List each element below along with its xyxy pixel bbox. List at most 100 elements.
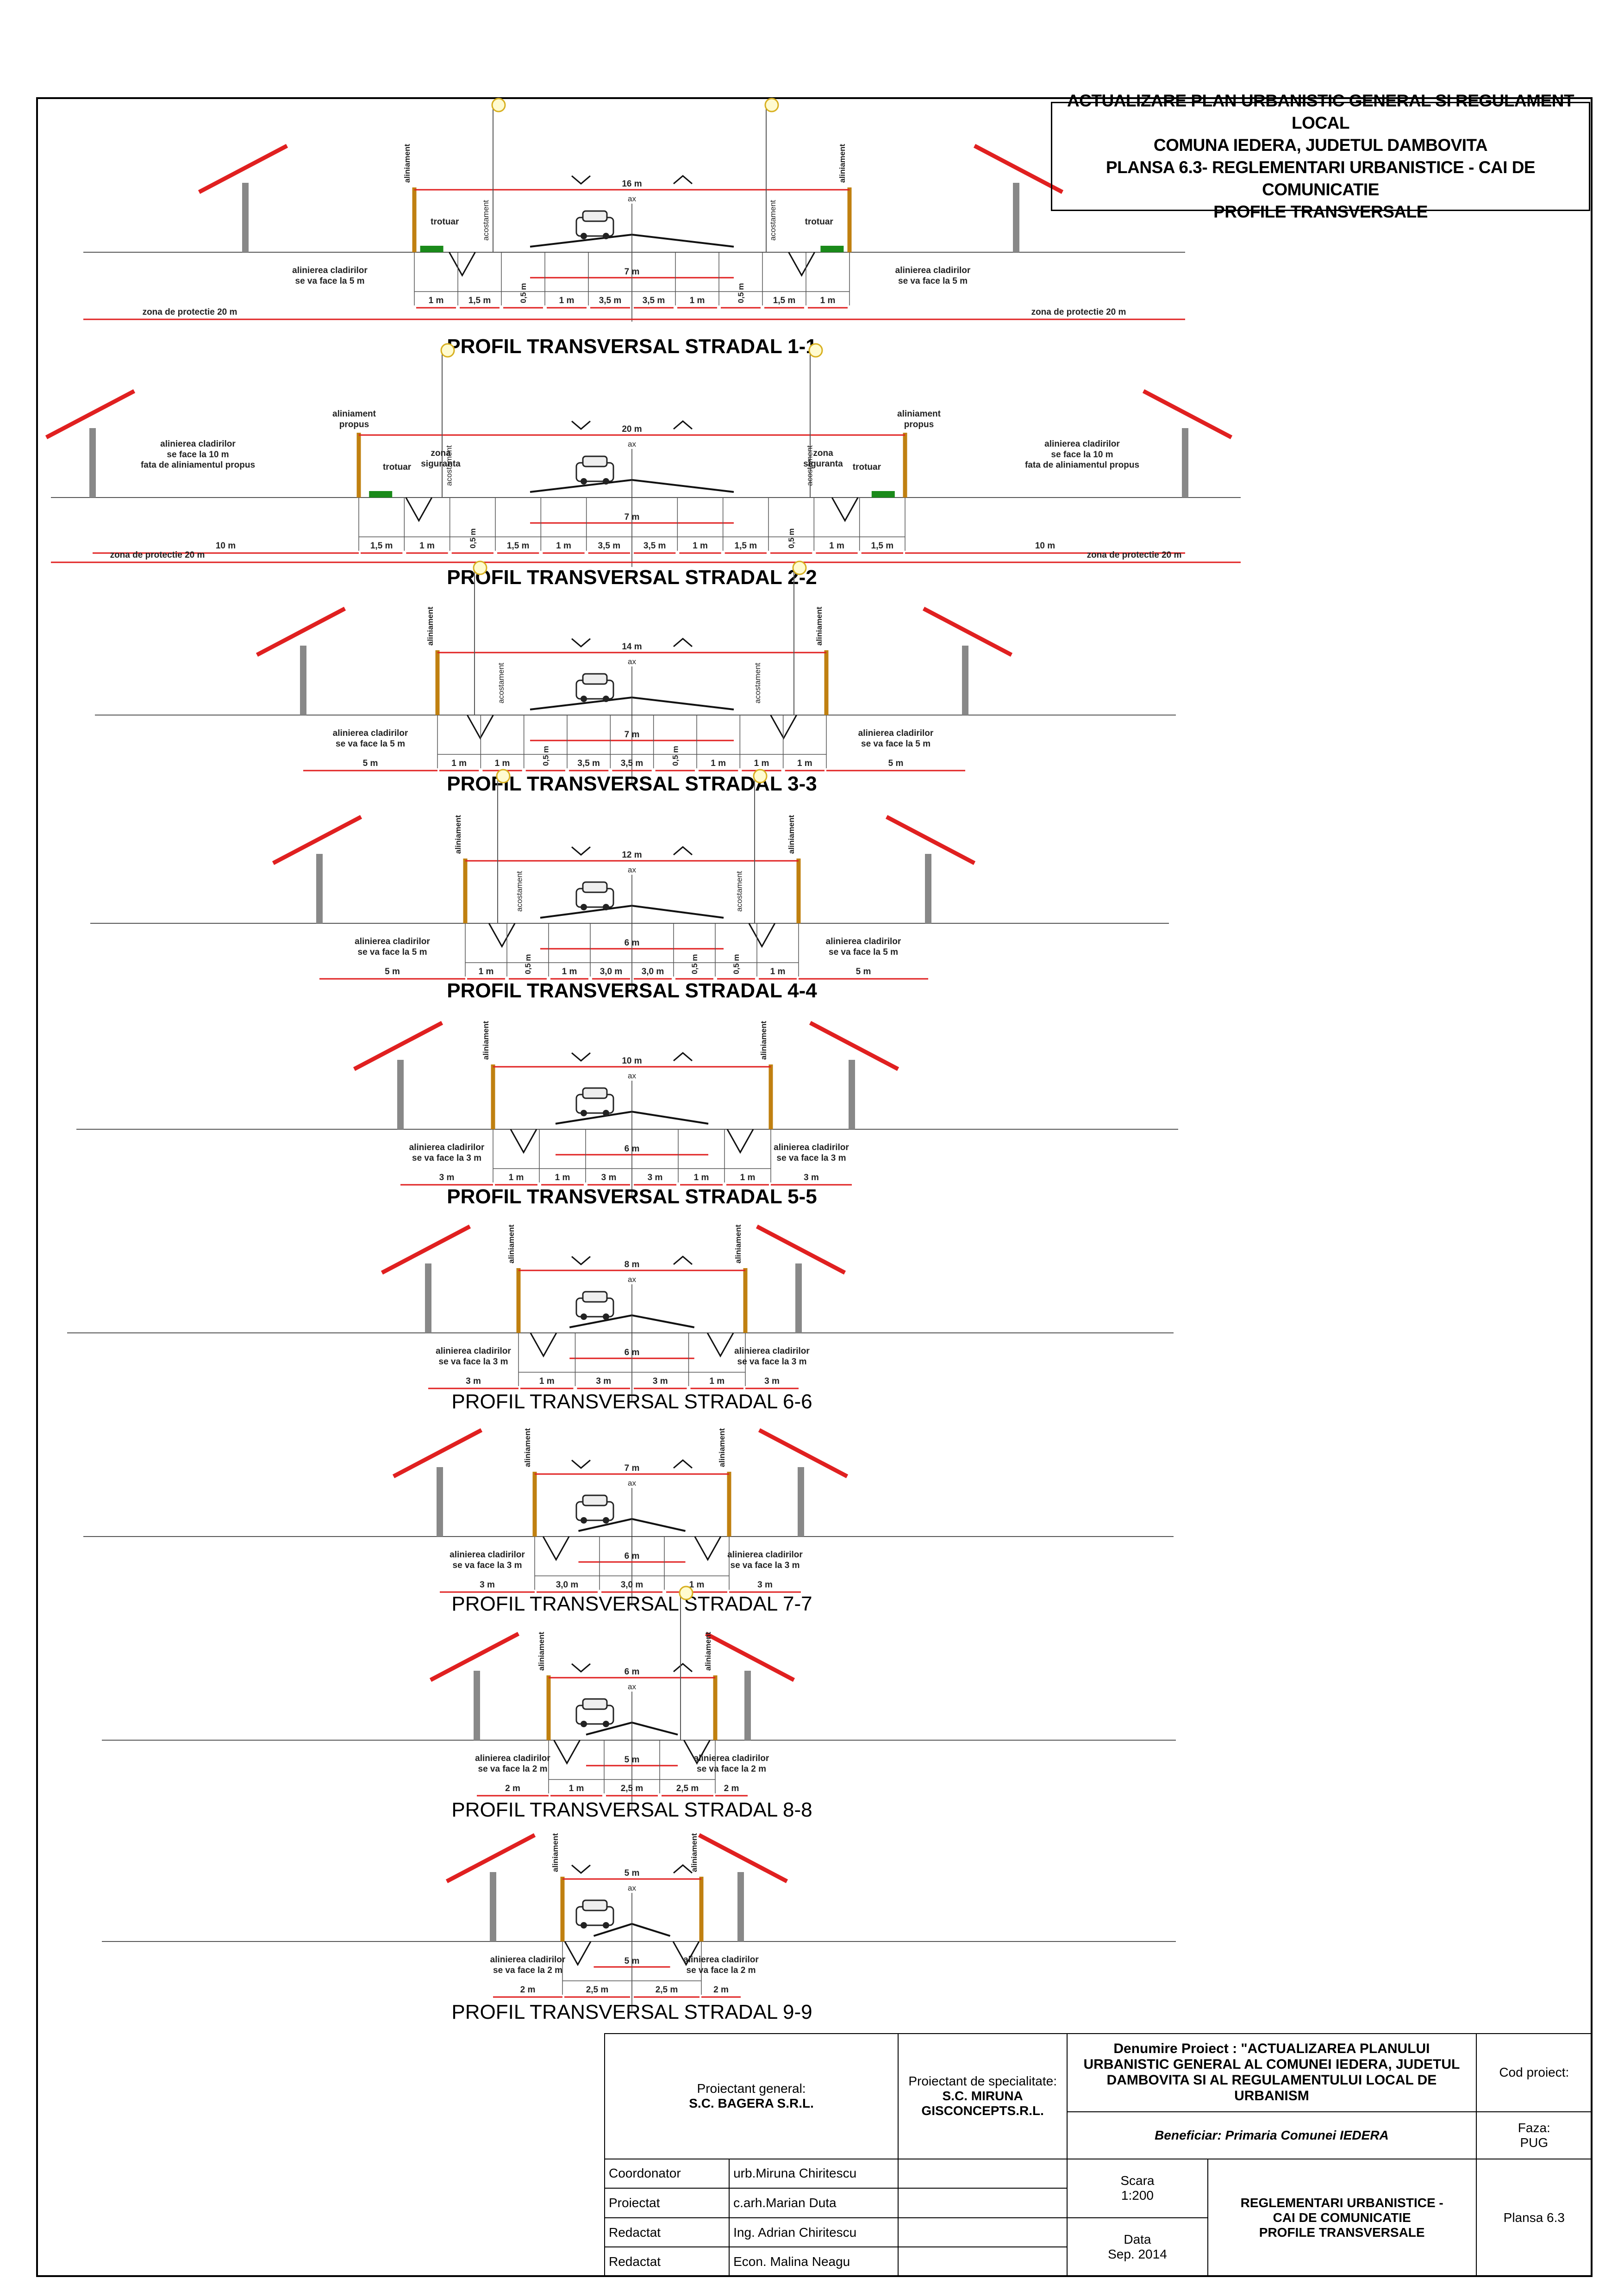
left-building-note-line: alinierea cladirilor [160,439,236,449]
right-building-note-line: alinierea cladirilor [895,266,971,275]
segment-label: 1 m [562,967,577,977]
ditch [694,1536,722,1562]
segment-label: 3,5 m [643,296,665,305]
car-wheel [603,904,609,910]
profile-title: PROFIL TRANSVERSAL STRADAL 1-1 [447,335,817,358]
lamp-icon [440,343,455,358]
side-right-label: 5 m [888,759,904,768]
title-line-2: COMUNA IEDERA, JUDETUL DAMBOVITA [1153,136,1488,155]
proiectant-spec-label: Proiectant de specialitate: [908,2074,1057,2089]
shoulder-label-left: acostament [445,445,454,486]
protection-zone-left: zona de protectie 20 m [143,307,237,317]
car-icon [575,673,614,702]
left-building-note-line: fata de aliniamentul propus [141,460,255,470]
aliniament-label: aliniament [403,144,412,183]
right-building-note-line: alinierea cladirilor [774,1143,849,1152]
protection-zone-left: zona de protectie 20 m [110,550,205,560]
segment-label: 3,0 m [642,967,664,977]
right-building-note-line: se va face la 5 m [898,276,968,286]
segment-label: 1 m [556,541,571,551]
building-roof [272,815,362,865]
building-roof [353,1021,443,1071]
chevron-down-icon [571,638,591,647]
role-cell: Redactat [604,2217,730,2248]
segment-label: 1,5 m [370,541,393,551]
total-width-label: 16 m [622,179,642,189]
grass-strip [369,491,393,498]
aliniament-label: aliniament [734,1225,743,1263]
right-building-note-line: alinierea cladirilor [858,728,934,738]
title-block: ACTUALIZARE PLAN URBANISTIC GENERAL SI R… [1051,91,1590,221]
right-building-note-line: se va face la 2 m [697,1764,766,1774]
date-label: Data [1124,2232,1151,2247]
side-right-label: 3 m [804,1173,819,1182]
lamp-icon [679,1586,693,1600]
car-wheel [581,1721,587,1727]
aliniament-label: aliniament [454,815,462,854]
profile-title: PROFIL TRANSVERSAL STRADAL 5-5 [447,1185,817,1208]
chevron-up-icon [673,1864,693,1874]
chevron-down-icon [571,1256,591,1265]
project-code-label: Cod proiect: [1475,2033,1593,2112]
segment-label: 0,5 m [787,529,796,548]
car-wheel [603,478,609,485]
car-wheel [581,1922,587,1929]
segment-label: 1 m [555,1173,570,1182]
segment-label: 3,5 m [621,759,643,768]
right-building-note-line: alinierea cladirilor [683,1955,759,1965]
left-building-note-line: se va face la 5 m [358,947,427,957]
car-icon [575,1087,614,1116]
lamp-icon [792,560,807,575]
left-building-note-line: se va face la 2 m [478,1764,548,1774]
car-cabin [582,1087,608,1099]
total-width-label: 7 m [625,1463,640,1473]
right-building-note-line: se va face la 5 m [829,947,898,957]
aliniament-propus-label-line: aliniament [897,409,941,419]
car-wheel [603,1922,609,1929]
building-roof [758,1428,849,1478]
car-wheel [581,233,587,239]
profile-title: PROFIL TRANSVERSAL STRADAL 9-9 [451,2001,812,2023]
lamp-icon [496,769,511,784]
car-cabin [582,1291,608,1303]
safety-zone-label-left-line: zona [431,448,451,458]
lamp-icon [808,343,823,358]
car-cabin [582,673,608,685]
left-building-note-line: alinierea cladirilor [490,1955,566,1965]
shoulder-label-right: acostament [753,663,762,703]
segment-label: 0,5 m [671,746,680,766]
left-building-note-line: se va face la 3 m [412,1153,481,1163]
axis-label: ax [628,865,636,874]
ditch [831,497,859,523]
aliniament-label: aliniament [507,1225,516,1263]
aliniament-propus-label-line: propus [904,420,934,429]
name-cell: c.arh.Marian Duta [729,2188,899,2218]
car-wheel [581,1517,587,1524]
segment-label: 1 m [479,967,494,977]
segment-label: 1 m [709,1376,725,1386]
axis-label: ax [628,1884,636,1892]
cartouche: Proiectant general: S.C. BAGERA S.R.L. P… [604,2033,1593,2277]
right-building-note-line: se va face la 5 m [861,739,931,749]
side-left-label: 3 m [439,1173,455,1182]
profile-title: PROFIL TRANSVERSAL STRADAL 7-7 [451,1593,812,1615]
left-building-note-line: alinierea cladirilor [333,728,408,738]
shoulder-label-right: acostament [735,871,744,912]
sheet-title: REGLEMENTARI URBANISTICE - CAI DE COMUNI… [1207,2158,1477,2277]
sidewalk-label-left: trotuar [431,217,459,227]
signature-cell [898,2217,1068,2248]
segment-label: 2,5 m [621,1784,643,1793]
ditch [683,1740,711,1765]
segment-label: 3,5 m [577,759,600,768]
side-left-label: 3 m [480,1580,495,1590]
left-building-note-line: se va face la 5 m [295,276,365,286]
segment-label: 1 m [693,541,708,551]
sheet-number: Plansa 6.3 [1475,2158,1593,2277]
